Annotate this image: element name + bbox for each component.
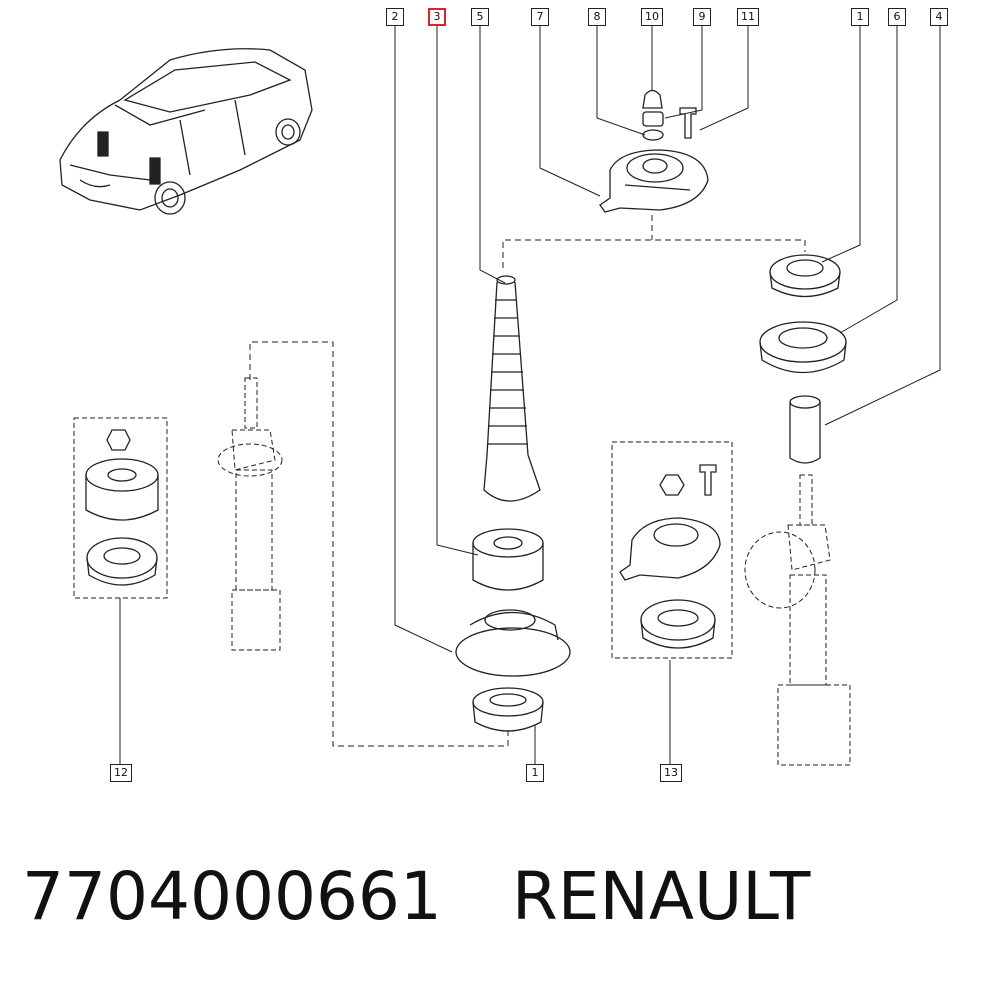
callout-7[interactable]: 7 [531,8,549,26]
car-illustration [60,49,312,214]
callout-1-top[interactable]: 1 [851,8,869,26]
lower-spring-seat [456,610,570,731]
callout-5[interactable]: 5 [471,8,489,26]
kit-13-box [612,442,732,658]
leader-lines [120,26,940,765]
right-bearing-stack [760,255,846,463]
callout-8[interactable]: 8 [588,8,606,26]
callout-11[interactable]: 11 [737,8,759,26]
part-number: 7704000661 [22,858,442,935]
callout-6[interactable]: 6 [888,8,906,26]
dust-boot [484,276,540,501]
bump-stop [473,529,543,590]
callout-1-bottom[interactable]: 1 [526,764,544,782]
callout-13[interactable]: 13 [660,764,682,782]
kit-12-box [74,418,167,598]
callout-2[interactable]: 2 [386,8,404,26]
exploded-parts-diagram [0,0,1000,840]
callout-9[interactable]: 9 [693,8,711,26]
right-strut-outline [745,475,850,765]
callout-12[interactable]: 12 [110,764,132,782]
callout-3-highlighted[interactable]: 3 [428,8,446,26]
brand-name: RENAULT [511,858,811,935]
caption: 7704000661 RENAULT [22,858,810,948]
callout-4[interactable]: 4 [930,8,948,26]
callout-10[interactable]: 10 [641,8,663,26]
upper-mount-assembly [600,91,708,213]
left-strut-outline [218,378,282,650]
dashed-connectors [250,215,805,746]
